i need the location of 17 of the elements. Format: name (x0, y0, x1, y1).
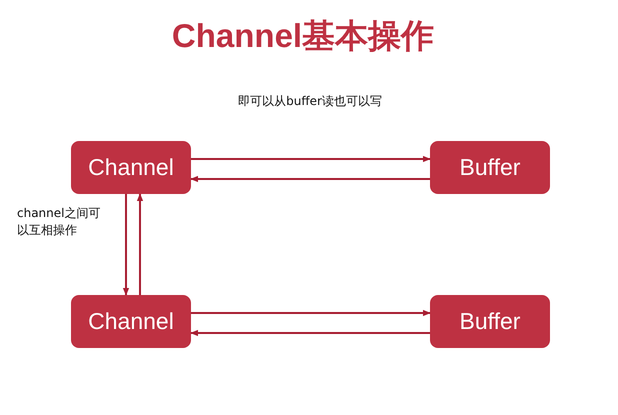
arrow (122, 194, 130, 296)
note-text: 即可以从buffer读也可以写 (237, 93, 383, 110)
box-label: Channel (88, 308, 174, 335)
box-label: Buffer (460, 308, 520, 335)
arrow (191, 310, 431, 316)
process-box (71, 141, 191, 194)
title: Channel基本操作 (170, 16, 436, 56)
process-box (71, 295, 191, 348)
process-box (430, 141, 550, 194)
note-text: channel之间可以互相操作 (17, 205, 102, 239)
box-label: Channel (88, 154, 174, 181)
arrow (191, 156, 431, 162)
arrow (190, 176, 430, 182)
arrow (190, 330, 430, 336)
arrow (136, 193, 144, 295)
box-label: Buffer (460, 154, 520, 181)
process-box (430, 295, 550, 348)
